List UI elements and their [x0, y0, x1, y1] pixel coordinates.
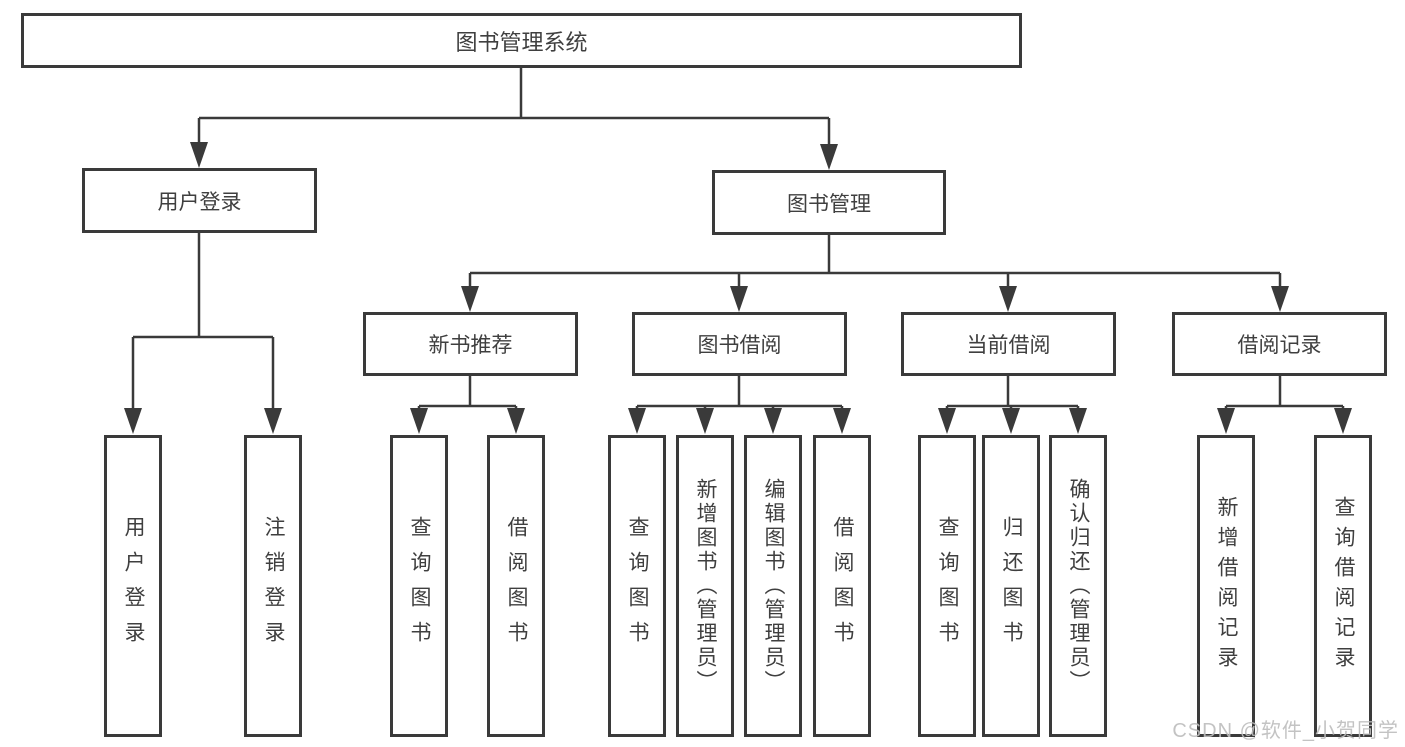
leaf-records-add-label: 新增借阅记录 [1215, 496, 1238, 676]
leaf-current-return: 归还图书 [982, 435, 1040, 737]
node-new-books: 新书推荐 [363, 312, 578, 376]
connector-new-books-to-leaves [410, 376, 525, 434]
leaf-borrow-add-admin-label: 新增图书（管理员） [694, 478, 717, 694]
leaf-borrow-edit-admin: 编辑图书（管理员） [744, 435, 802, 737]
leaf-borrow-search: 查询图书 [608, 435, 666, 737]
leaf-records-search: 查询借阅记录 [1314, 435, 1372, 737]
leaf-logout: 注销登录 [244, 435, 302, 737]
node-book-mgmt: 图书管理 [712, 170, 946, 235]
leaf-logout-label: 注销登录 [262, 516, 285, 656]
node-root-label: 图书管理系统 [455, 29, 588, 55]
leaf-borrow-search-label: 查询图书 [626, 516, 649, 656]
node-user-login: 用户登录 [82, 168, 317, 233]
node-borrow-records-label: 借阅记录 [1237, 334, 1322, 357]
leaf-borrow-book-label: 借阅图书 [831, 516, 854, 656]
leaf-records-add: 新增借阅记录 [1197, 435, 1255, 737]
leaf-newbooks-search-label: 查询图书 [408, 516, 431, 656]
leaf-user-login: 用户登录 [104, 435, 162, 737]
leaf-current-confirm-admin: 确认归还（管理员） [1049, 435, 1107, 737]
node-book-borrow-label: 图书借阅 [697, 334, 782, 357]
leaf-newbooks-search: 查询图书 [390, 435, 448, 737]
connector-root-to-level2 [190, 68, 838, 170]
connector-book-mgmt-to-level3 [461, 235, 1289, 312]
node-book-mgmt-label: 图书管理 [787, 192, 871, 216]
node-root: 图书管理系统 [21, 13, 1022, 68]
leaf-newbooks-borrow: 借阅图书 [487, 435, 545, 737]
node-user-login-label: 用户登录 [157, 190, 242, 214]
node-borrow-records: 借阅记录 [1172, 312, 1387, 376]
leaf-records-search-label: 查询借阅记录 [1332, 496, 1355, 676]
connector-book-borrow-to-leaves [628, 376, 851, 434]
leaf-current-search-label: 查询图书 [936, 516, 959, 656]
node-book-borrow: 图书借阅 [632, 312, 847, 376]
node-new-books-label: 新书推荐 [428, 334, 513, 357]
leaf-borrow-add-admin: 新增图书（管理员） [676, 435, 734, 737]
connector-user-login-to-leaves [124, 233, 282, 434]
leaf-current-search: 查询图书 [918, 435, 976, 737]
node-current-borrow: 当前借阅 [901, 312, 1116, 376]
leaf-newbooks-borrow-label: 借阅图书 [505, 516, 528, 656]
leaf-current-confirm-admin-label: 确认归还（管理员） [1067, 478, 1090, 694]
leaf-borrow-book: 借阅图书 [813, 435, 871, 737]
node-current-borrow-label: 当前借阅 [966, 334, 1051, 357]
leaf-current-return-label: 归还图书 [1000, 516, 1023, 656]
leaf-borrow-edit-admin-label: 编辑图书（管理员） [762, 478, 785, 694]
csdn-watermark: CSDN @软件_小贺同学 [1172, 720, 1399, 742]
connector-borrow-records-to-leaves [1217, 376, 1352, 434]
connector-current-borrow-to-leaves [938, 376, 1087, 434]
leaf-user-login-label: 用户登录 [122, 516, 145, 656]
